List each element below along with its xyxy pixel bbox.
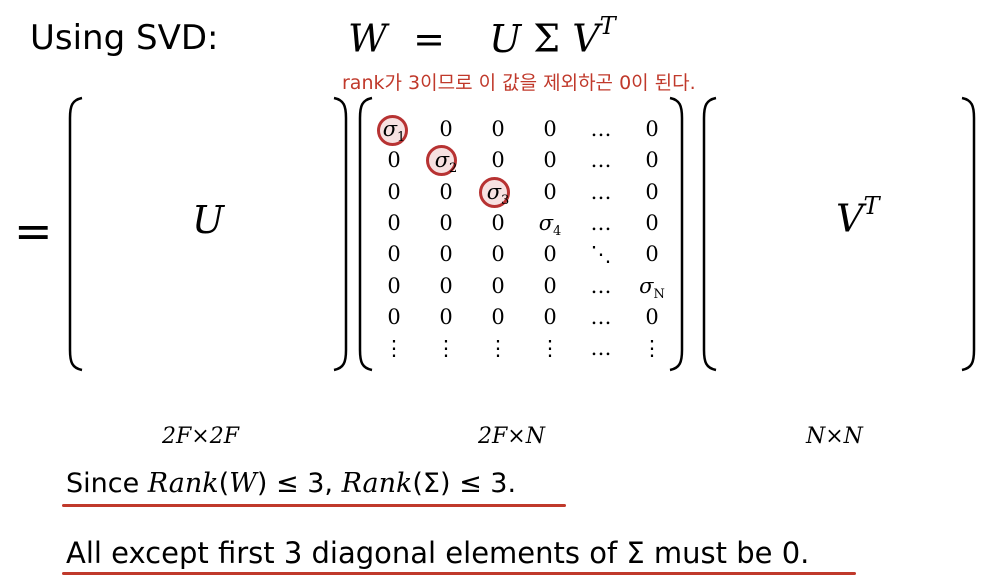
- sigma-cell-r8-c2: ⋮: [435, 336, 457, 360]
- sigma-cell-r2-c1: 0: [387, 148, 401, 172]
- sigma-cell-r1-c3: 0: [491, 117, 505, 141]
- u-matrix-label: U: [192, 198, 225, 242]
- since-word: Since: [66, 468, 148, 499]
- sigma-dimension: 2F×N: [478, 424, 545, 449]
- sigma-cell-r4-c5: …: [590, 211, 612, 235]
- sigma-cell-r5-c2: 0: [439, 242, 453, 266]
- rank-statement: Since Rank(W) ≤ 3, Rank(Σ) ≤ 3.: [66, 468, 516, 499]
- u-symbol: U: [489, 16, 522, 61]
- korean-annotation: rank가 3이므로 이 값을 제외하곤 0이 된다.: [342, 72, 696, 94]
- sigma-symbol: Σ: [533, 16, 561, 61]
- vt-matrix-label: VT: [836, 192, 879, 241]
- title-label: Using SVD:: [30, 18, 219, 58]
- sigma-cell-r4-c1: 0: [387, 211, 401, 235]
- sigma-cell-r4-c2: 0: [439, 211, 453, 235]
- transpose-symbol: T: [599, 12, 616, 40]
- sigma-cell-r4-c4: σ4: [538, 211, 562, 240]
- sigma-cell-r2-c3: 0: [491, 148, 505, 172]
- conclusion-statement: All except first 3 diagonal elements of …: [66, 536, 810, 570]
- sigma-cell-r1-c5: …: [590, 117, 612, 141]
- sigma-cell-r4-c6: 0: [645, 211, 659, 235]
- rank-statement-underline: [62, 504, 566, 507]
- sigma-cell-r7-c4: 0: [543, 305, 557, 329]
- sigma-cell-r2-c6: 0: [645, 148, 659, 172]
- w-symbol: W: [348, 16, 388, 61]
- sigma-cell-r6-c6: σN: [639, 274, 665, 303]
- sigma-cell-r1-c6: 0: [645, 117, 659, 141]
- rank-w-fn: Rank: [147, 468, 219, 499]
- vt-right-bracket: [961, 96, 976, 372]
- leq-three-a: ) ≤ 3,: [256, 468, 342, 499]
- sigma-cell-r7-c6: 0: [645, 305, 659, 329]
- sigma1-highlight-circle: [377, 115, 408, 146]
- sigma-cell-r5-c3: 0: [491, 242, 505, 266]
- sigma-cell-r3-c2: 0: [439, 180, 453, 204]
- sigma3-highlight-circle: [479, 177, 510, 208]
- leq-three-b: (Σ) ≤ 3.: [412, 468, 517, 499]
- vt-t: T: [863, 192, 880, 220]
- sigma-cell-r5-c1: 0: [387, 242, 401, 266]
- sigma-cell-r8-c4: ⋮: [539, 336, 561, 360]
- sigma-cell-r5-c6: 0: [645, 242, 659, 266]
- sigma-cell-r5-c4: 0: [543, 242, 557, 266]
- sigma-cell-r2-c4: 0: [543, 148, 557, 172]
- sigma-cell-r3-c5: …: [590, 180, 612, 204]
- sigma-cell-r8-c1: ⋮: [383, 336, 405, 360]
- sigma-cell-r8-c6: ⋮: [641, 336, 663, 360]
- sigma-cell-r7-c3: 0: [491, 305, 505, 329]
- vt-left-bracket: [702, 96, 717, 372]
- sigma-cell-r1-c4: 0: [543, 117, 557, 141]
- rank-sigma-fn: Rank: [341, 468, 413, 499]
- equals-symbol: =: [413, 16, 445, 61]
- sigma-cell-r3-c1: 0: [387, 180, 401, 204]
- sigma-cell-r3-c3: σ3: [486, 180, 510, 209]
- sigma-cell-r6-c2: 0: [439, 274, 453, 298]
- sigma-cell-r4-c3: 0: [491, 211, 505, 235]
- paren-open: (: [218, 468, 230, 499]
- v-symbol: V: [572, 16, 600, 61]
- u-right-bracket: [333, 96, 348, 372]
- sigma-cell-r6-c3: 0: [491, 274, 505, 298]
- sigma-cell-r2-c2: σ2: [434, 148, 458, 177]
- sigma-left-bracket: [358, 96, 373, 372]
- sigma-cell-r1-c2: 0: [439, 117, 453, 141]
- u-dimension: 2F×2F: [162, 424, 239, 449]
- w-var: W: [229, 468, 257, 499]
- sigma-cell-r8-c5: …: [590, 336, 612, 360]
- sigma-cell-r5-c5: ⋱: [590, 242, 612, 266]
- equals-sign: =: [14, 204, 53, 258]
- sigma-cell-r6-c5: …: [590, 274, 612, 298]
- sigma-cell-r3-c6: 0: [645, 180, 659, 204]
- conclusion-underline: [62, 572, 856, 575]
- sigma-cell-r7-c2: 0: [439, 305, 453, 329]
- sigma-cell-r6-c4: 0: [543, 274, 557, 298]
- sigma-cell-r7-c5: …: [590, 305, 612, 329]
- u-left-bracket: [68, 96, 83, 372]
- sigma-cell-r2-c5: …: [590, 148, 612, 172]
- vt-v: V: [836, 196, 864, 241]
- vt-dimension: N×N: [806, 424, 863, 449]
- sigma-cell-r6-c1: 0: [387, 274, 401, 298]
- sigma-cell-r7-c1: 0: [387, 305, 401, 329]
- sigma-cell-r1-c1: σ1: [382, 117, 406, 146]
- sigma-cell-r8-c3: ⋮: [487, 336, 509, 360]
- svd-equation: W = U Σ VT: [348, 12, 616, 61]
- sigma2-highlight-circle: [426, 145, 457, 176]
- sigma-right-bracket: [669, 96, 684, 372]
- sigma-cell-r3-c4: 0: [543, 180, 557, 204]
